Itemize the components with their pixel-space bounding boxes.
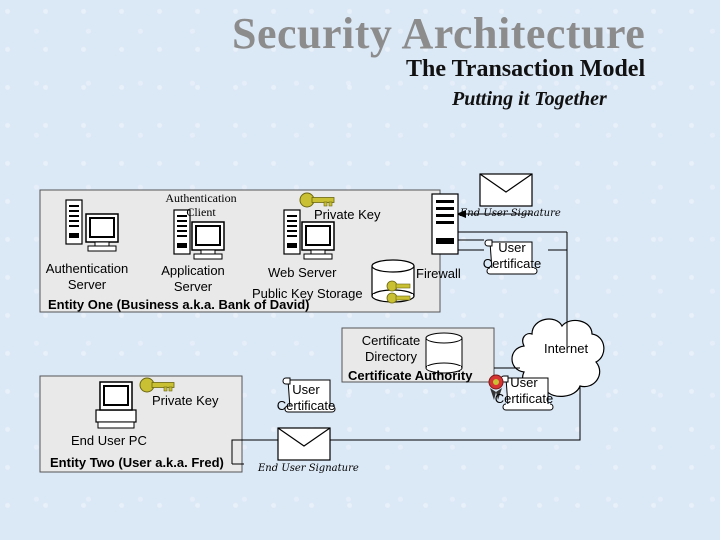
signature-label-top: End User Signature [460, 208, 561, 219]
page-title: Security Architecture [232, 9, 646, 58]
internet-label: Internet [544, 341, 589, 356]
app-server-label: Application Server [161, 263, 225, 294]
auth-client-label: Authentication Client [165, 191, 237, 219]
page-subtitle: The Transaction Model [406, 56, 646, 82]
user-cert-label-bottom: User Certificate [276, 382, 336, 413]
page-tagline: Putting it Together [452, 88, 607, 110]
entity-two-panel [39, 375, 243, 473]
end-user-pc-icon [95, 381, 137, 429]
entity-two-label: Entity Two (User a.k.a. Fred) [50, 455, 224, 470]
certificate-directory-icon [425, 332, 463, 374]
firewall-server [431, 193, 459, 255]
connection-lines [231, 231, 581, 465]
entity-one-label: Entity One (Business a.k.a. Bank of Davi… [48, 297, 310, 312]
signature-envelope-top [479, 173, 533, 207]
arrow-signature-in [456, 210, 532, 218]
stored-keys-icon [386, 280, 411, 304]
firewall-label: Firewall [416, 266, 461, 281]
signature-label-bottom: End User Signature [258, 463, 359, 474]
end-user-pc-label: End User PC [71, 433, 147, 448]
cert-authority-panel [341, 327, 495, 383]
entity-two-private-key-label: Private Key [152, 393, 219, 408]
cert-authority-label: Certificate Authority [348, 368, 473, 383]
user-cert-label-top: User Certificate [482, 240, 542, 271]
web-server-label: Web Server [268, 265, 337, 280]
cert-directory-label: Certificate Directory [361, 333, 421, 364]
entity-one-private-key-label: Private Key [314, 207, 381, 222]
public-key-storage-label: Public Key Storage [252, 286, 363, 301]
certificate-seal-icon [488, 374, 504, 400]
auth-server-label: Authentication Server [45, 261, 129, 292]
signature-envelope-bottom [277, 427, 331, 461]
user-cert-label-right: User Certificate [494, 375, 554, 406]
